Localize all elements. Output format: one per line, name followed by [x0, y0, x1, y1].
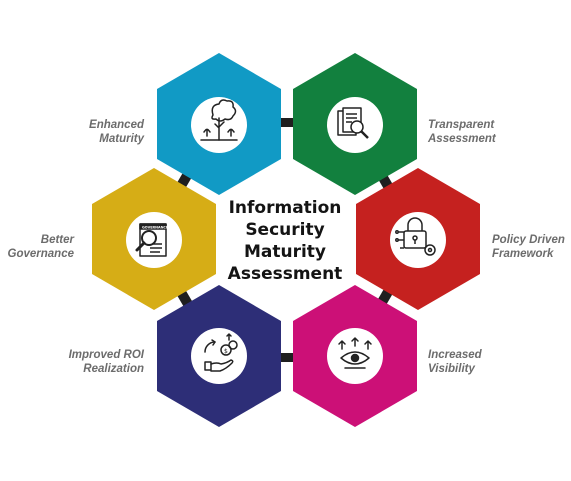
padlock-gear-icon [395, 217, 436, 256]
label-line: Improved ROI [68, 349, 144, 361]
title-line-1: Information [228, 198, 342, 218]
label-policy-driven-framework: Policy Driven Framework [492, 233, 568, 261]
governance-magnifier-icon: GOVERNANCE [135, 223, 169, 257]
label-better-governance: Better Governance [4, 233, 74, 261]
connector-bottom [280, 353, 294, 362]
label-line: Visibility [428, 363, 475, 375]
label-line: Policy Driven [492, 234, 565, 246]
title-line-3: Maturity [243, 242, 327, 262]
label-increased-visibility: Increased Visibility [428, 348, 528, 376]
label-line: Better [40, 234, 74, 246]
label-line: Assessment [428, 133, 496, 145]
label-line: Maturity [99, 133, 144, 145]
hand-money-growth-icon: $ [204, 333, 238, 372]
label-line: Increased [428, 349, 482, 361]
eye-arrows-icon [338, 337, 372, 369]
hex-center [219, 170, 353, 308]
svg-text:$: $ [224, 348, 228, 355]
label-enhanced-maturity: Enhanced Maturity [64, 118, 144, 146]
label-improved-roi-realization: Improved ROI Realization [44, 348, 144, 376]
label-line: Enhanced [89, 119, 144, 131]
svg-text:GOVERNANCE: GOVERNANCE [142, 225, 169, 229]
label-line: Realization [83, 363, 144, 375]
tree-icon [200, 99, 238, 141]
connector-top [280, 118, 294, 127]
label-transparent-assessment: Transparent Assessment [428, 118, 528, 146]
label-line: Framework [492, 248, 554, 260]
title-line-2: Security [245, 220, 325, 240]
label-line: Transparent [428, 119, 495, 131]
icon-circle-improved-roi-realization [191, 328, 247, 384]
document-magnifier-icon [337, 107, 369, 139]
title-line-4: Assessment [227, 264, 343, 284]
diagram-title: Information Security Maturity Assessment [205, 197, 365, 285]
label-line: Governance [7, 248, 74, 260]
